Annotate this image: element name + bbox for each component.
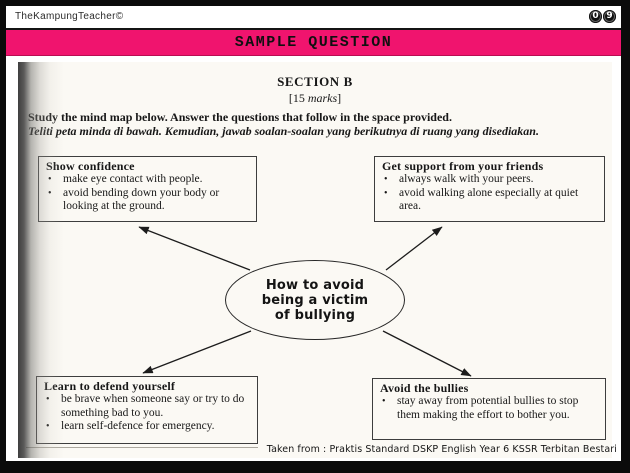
bullet-item: be brave when someone say or try to do s… (44, 393, 253, 420)
arrow-to-avoid-bullies (382, 330, 472, 377)
page-badge-0-icon: 0 (589, 10, 602, 23)
mindmap-center-topic: How to avoid being a victim of bullying (225, 260, 405, 340)
box-title: Get support from your friends (382, 159, 544, 173)
section-heading: SECTION B [15 marks] (18, 74, 612, 106)
bullet-dot-icon (46, 187, 63, 214)
box-defend-yourself: Learn to defend yourself be brave when s… (36, 376, 258, 444)
center-topic-line: How to avoid (265, 277, 365, 293)
center-topic-line: of bullying (274, 307, 356, 323)
brand-watermark: TheKampungTeacher© (15, 11, 124, 22)
title-banner: SAMPLE QUESTION (6, 28, 621, 56)
bullet-item: learn self-defence for emergency. (44, 420, 253, 434)
box-title: Show confidence (46, 159, 135, 173)
bullet-dot-icon (44, 393, 61, 420)
bullet-dot-icon (382, 187, 399, 214)
banner-title: SAMPLE QUESTION (234, 34, 393, 51)
bullet-item: avoid walking alone especially at quiet … (382, 187, 600, 214)
page-number-badges: 0 9 (589, 10, 616, 23)
bullet-item: make eye contact with people. (46, 173, 252, 187)
section-title: SECTION B (277, 74, 353, 89)
section-marks: [15 marks] (288, 91, 342, 105)
bullet-item: always walk with your peers. (382, 173, 600, 187)
instruction-english: Study the mind map below. Answer the que… (28, 110, 452, 124)
source-attribution: Taken from : Praktis Standard DSKP Engli… (266, 444, 617, 455)
arrow-to-show-confidence (138, 226, 251, 271)
box-title: Avoid the bullies (380, 381, 469, 395)
arrow-to-defend-yourself (142, 330, 252, 374)
bullet-dot-icon (382, 173, 399, 187)
bullet-item: avoid bending down your body or looking … (46, 187, 252, 214)
mindmap-arrows (138, 226, 472, 377)
page-badge-9-icon: 9 (603, 10, 616, 23)
arrow-to-get-support (385, 226, 443, 271)
instruction-malay: Teliti peta minda di bawah. Kemudian, ja… (28, 124, 539, 138)
box-get-support: Get support from your friends always wal… (374, 156, 605, 222)
box-title: Learn to defend yourself (44, 379, 176, 393)
instructions: Study the mind map below. Answer the que… (28, 110, 612, 138)
worksheet-scan: SECTION B [15 marks] Study the mind map … (18, 62, 612, 458)
box-show-confidence: Show confidence make eye contact with pe… (38, 156, 257, 222)
bullet-dot-icon (46, 173, 63, 187)
box-avoid-bullies: Avoid the bullies stay away from potenti… (372, 378, 606, 440)
bullet-dot-icon (380, 395, 397, 422)
scan-edge-line (26, 447, 258, 448)
bullet-item: stay away from potential bullies to stop… (380, 395, 601, 422)
bullet-dot-icon (44, 420, 61, 434)
header-bar: TheKampungTeacher© 0 9 (6, 6, 621, 28)
center-topic-line: being a victim (261, 292, 369, 308)
